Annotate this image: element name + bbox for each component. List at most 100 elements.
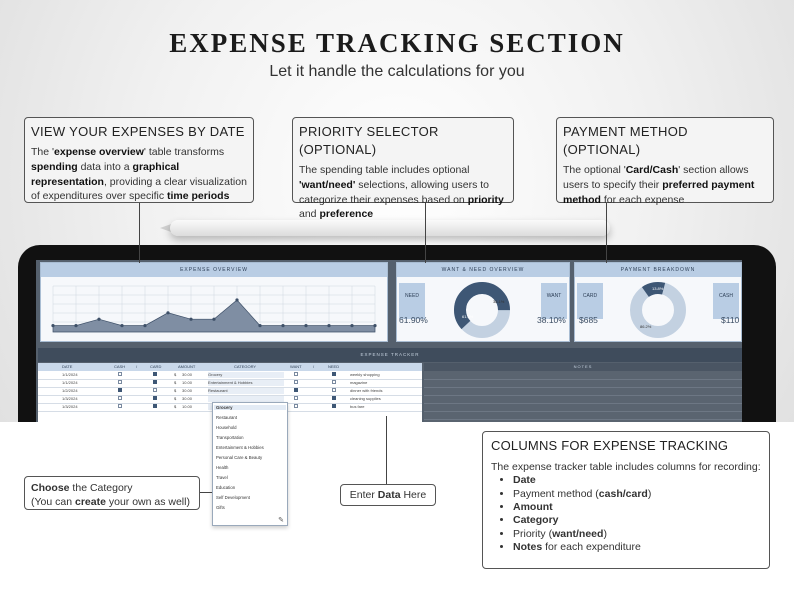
card-value: $685 (579, 315, 598, 325)
cash-checkbox[interactable] (118, 372, 122, 376)
want-need-title: WANT & NEED OVERVIEW (397, 263, 569, 277)
dropdown-option[interactable]: Transportation (216, 435, 244, 440)
connector-payment (606, 203, 607, 263)
enter-data-callout: Enter Data Here (340, 484, 436, 506)
row-date[interactable]: 1/1/2024 (62, 372, 78, 377)
want-slice-label: 38.1% (493, 299, 505, 304)
cash-checkbox[interactable] (118, 396, 122, 400)
page-title: EXPENSE TRACKING SECTION (169, 28, 625, 58)
stylus (170, 220, 610, 236)
cash-checkbox[interactable] (118, 404, 122, 408)
columns-title: COLUMNS FOR EXPENSE TRACKING (491, 438, 729, 453)
overview-point (74, 324, 78, 328)
view-expenses-title: VIEW YOUR EXPENSES BY DATE (31, 124, 245, 139)
overview-point (304, 324, 308, 328)
want-label: WANT (546, 293, 562, 299)
dropdown-option[interactable]: Grocery (214, 405, 286, 410)
payment-breakdown-panel: PAYMENT BREAKDOWN CARD $685 CASH $110 13… (574, 262, 742, 342)
col-want: WANT (290, 364, 302, 369)
row-category-select[interactable]: Entertainment & Hobbies (208, 380, 284, 386)
row-amount[interactable]: 10.00 (182, 404, 193, 409)
row-note[interactable]: magazine (350, 380, 368, 385)
overview-point (373, 324, 377, 328)
need-checkbox[interactable] (332, 380, 336, 384)
dropdown-option[interactable]: Gifts (216, 505, 225, 510)
dropdown-option[interactable]: Self Development (216, 495, 250, 500)
row-currency: $ (174, 396, 177, 401)
card-checkbox[interactable] (153, 404, 157, 408)
need-label: NEED (405, 293, 419, 299)
dropdown-option[interactable]: Personal Care & Beauty (216, 455, 263, 460)
row-amount[interactable]: 30.00 (182, 396, 193, 401)
table-header: DATE CASH / CARD AMOUNT CATEGORY WANT / … (38, 363, 422, 371)
row-category-select[interactable]: Grocery (208, 372, 284, 378)
want-checkbox[interactable] (294, 388, 298, 392)
dropdown-option[interactable]: Entertainment & Hobbies (216, 445, 264, 450)
need-checkbox[interactable] (332, 404, 336, 408)
row-amount[interactable]: 30.00 (182, 388, 193, 393)
card-label-box: CARD (577, 283, 603, 319)
col-need: NEED (328, 364, 340, 369)
row-date[interactable]: 1/2/2024 (62, 388, 78, 393)
need-checkbox[interactable] (332, 396, 336, 400)
col-slash: / (136, 364, 138, 369)
dropdown-option[interactable]: Household (216, 425, 237, 430)
want-checkbox[interactable] (294, 380, 298, 384)
edit-pencil-icon[interactable]: ✎ (278, 517, 284, 524)
table-row[interactable]: 1/1/2024 $30.00 Grocery weekly shopping (38, 371, 422, 380)
col-cash: CASH (114, 364, 126, 369)
card-checkbox[interactable] (153, 372, 157, 376)
row-category-select[interactable]: Restaurant (208, 388, 284, 394)
want-need-donut: 61.9% 38.1% (454, 282, 511, 338)
row-currency: $ (174, 404, 177, 409)
col-category: CATEGORY (234, 364, 257, 369)
card-checkbox[interactable] (153, 396, 157, 400)
cash-checkbox[interactable] (118, 380, 122, 384)
want-checkbox[interactable] (294, 396, 298, 400)
view-expenses-text: The 'expense overview' table transforms … (31, 146, 247, 203)
dropdown-option[interactable]: Health (216, 465, 229, 470)
need-value: 61.90% (399, 315, 428, 325)
overview-point (51, 324, 55, 328)
card-checkbox[interactable] (153, 380, 157, 384)
row-note[interactable]: dinner with friends (350, 388, 383, 393)
columns-item-payment: Payment method (cash/card) (513, 488, 761, 501)
row-currency: $ (174, 388, 177, 393)
overview-point (212, 317, 216, 321)
connector-enter-data (386, 416, 387, 484)
payment-method-text: The optional 'Card/Cash' section allows … (563, 164, 755, 206)
payment-breakdown-title: PAYMENT BREAKDOWN (575, 263, 741, 277)
columns-item-amount: Amount (513, 501, 761, 514)
expense-tracker-table: DATE CASH / CARD AMOUNT CATEGORY WANT / … (38, 363, 422, 423)
overview-point (281, 324, 285, 328)
overview-point (189, 317, 193, 321)
cash-value: $110 (721, 315, 740, 325)
want-value: 38.10% (537, 315, 566, 325)
row-note[interactable]: cleaning supplies (350, 396, 381, 401)
row-date[interactable]: 1/3/2024 (62, 404, 78, 409)
col-date: DATE (62, 364, 73, 369)
cash-checkbox[interactable] (118, 388, 122, 392)
need-checkbox[interactable] (332, 372, 336, 376)
payment-donut: 13.8% 86.2% (630, 282, 686, 338)
dropdown-option[interactable]: Restaurant (216, 415, 238, 420)
table-row[interactable]: 1/2/2024 $30.00 Restaurant dinner with frie… (38, 387, 422, 396)
want-checkbox[interactable] (294, 372, 298, 376)
card-checkbox[interactable] (153, 388, 157, 392)
row-currency: $ (174, 372, 177, 377)
dropdown-option[interactable]: Travel (216, 475, 228, 480)
dropdown-option[interactable]: Education (216, 485, 236, 490)
view-expenses-callout: VIEW YOUR EXPENSES BY DATE The 'expense … (24, 117, 254, 203)
row-category-select[interactable] (208, 396, 284, 402)
row-date[interactable]: 1/1/2024 (62, 380, 78, 385)
row-amount[interactable]: 30.00 (182, 372, 193, 377)
row-note[interactable]: bus fare (350, 404, 365, 409)
row-note[interactable]: weekly shopping (350, 372, 380, 377)
need-checkbox[interactable] (332, 388, 336, 392)
row-amount[interactable]: 10.00 (182, 380, 193, 385)
want-checkbox[interactable] (294, 404, 298, 408)
row-date[interactable]: 1/3/2024 (62, 396, 78, 401)
overview-point (97, 317, 101, 321)
